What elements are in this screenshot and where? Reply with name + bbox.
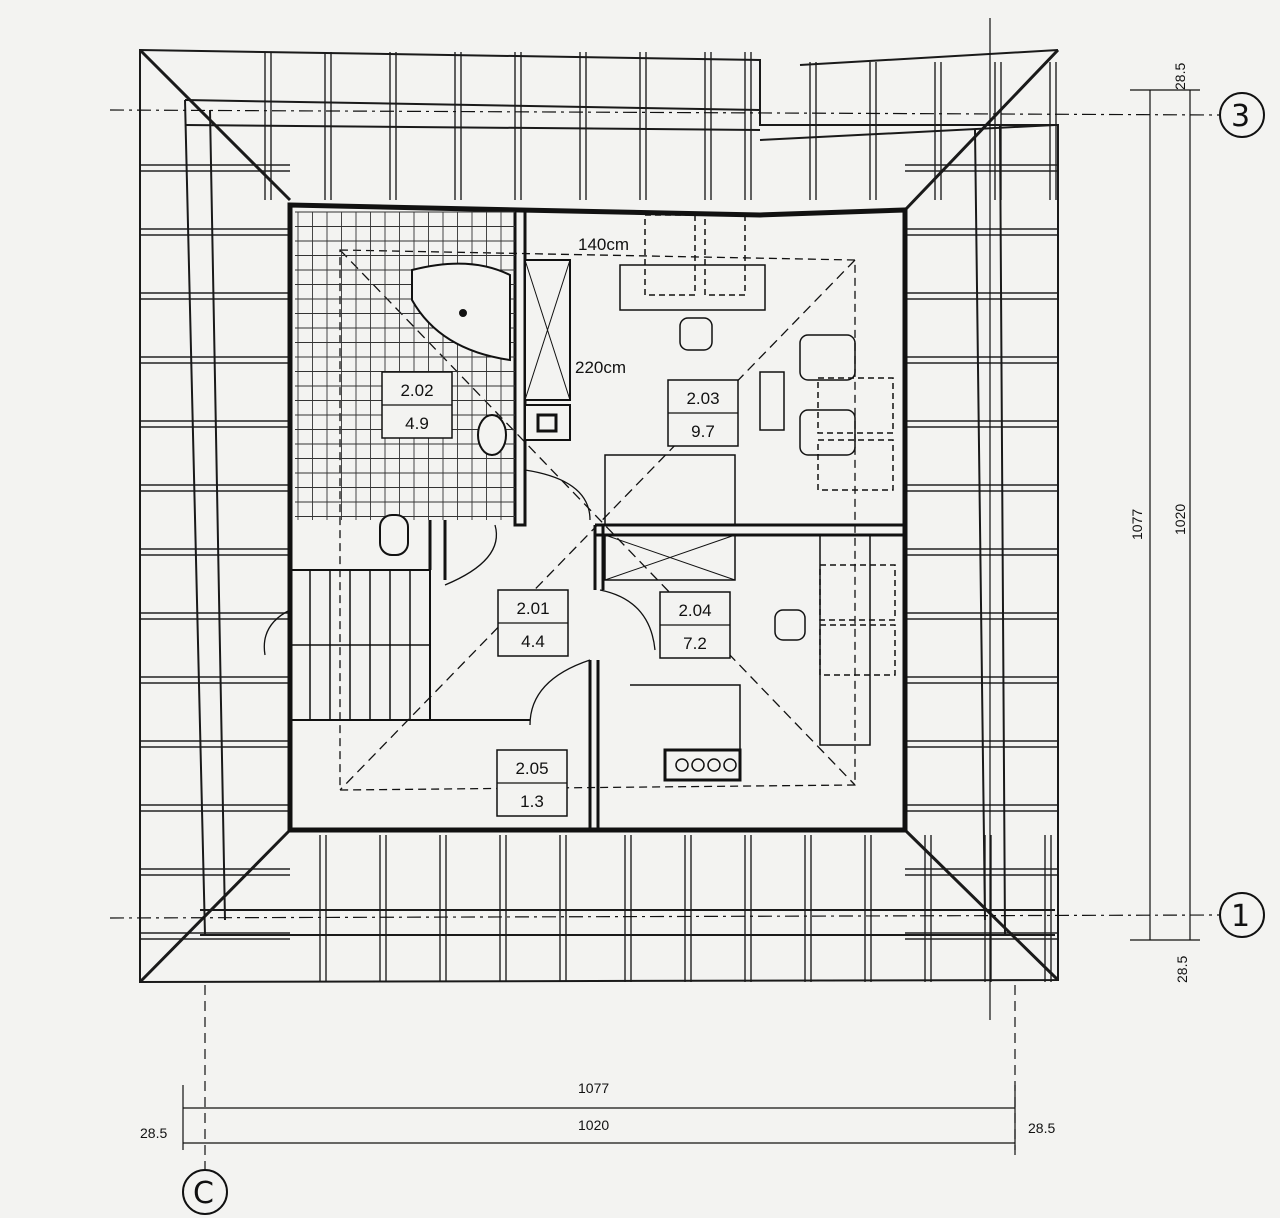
dim-right-top-overhang: 28.5 xyxy=(1172,63,1188,90)
note-220cm: 220cm xyxy=(575,358,626,377)
dim-bottom-overall: 1077 xyxy=(578,1080,609,1096)
room-tag-2-03: 2.03 9.7 xyxy=(667,379,739,447)
room-number: 2.04 xyxy=(678,601,711,620)
room-area: 1.3 xyxy=(520,792,544,811)
room-number: 2.05 xyxy=(515,759,548,778)
armchair xyxy=(799,334,856,381)
room-labels: 2.01 4.4 2.02 4.9 2.03 9.7 2.04 7.2 2.05 1.3 xyxy=(381,371,739,817)
tub-drain xyxy=(459,309,467,317)
room-tag-2-05: 2.05 1.3 xyxy=(496,749,568,817)
dim-bottom-right-overhang: 28.5 xyxy=(1028,1120,1055,1136)
stair xyxy=(289,569,431,721)
radiator xyxy=(663,748,742,782)
washbasin xyxy=(477,414,507,456)
desk-chair xyxy=(679,317,713,351)
room-area: 4.4 xyxy=(521,632,545,651)
room-area: 4.9 xyxy=(405,414,429,433)
room-number: 2.02 xyxy=(400,381,433,400)
doors xyxy=(263,469,656,726)
dim-bottom-inner: 1020 xyxy=(578,1117,609,1133)
note-140cm: 140cm xyxy=(578,235,629,254)
axis-3: 3 xyxy=(1231,99,1250,134)
room-number: 2.01 xyxy=(516,599,549,618)
dimension-lines xyxy=(109,18,1221,1170)
bathroom-tiles xyxy=(295,211,515,520)
dim-right-bottom-overhang: 28.5 xyxy=(1174,956,1190,983)
room-area: 9.7 xyxy=(691,422,715,441)
dim-bottom-left-overhang: 28.5 xyxy=(140,1125,167,1141)
room-tag-2-01: 2.01 4.4 xyxy=(497,589,569,657)
room-tag-2-02: 2.02 4.9 xyxy=(381,371,453,439)
furniture xyxy=(604,214,896,782)
room-number: 2.03 xyxy=(686,389,719,408)
room-tag-2-04: 2.04 7.2 xyxy=(659,591,731,659)
roof-outline xyxy=(138,48,1060,984)
toilet xyxy=(379,514,409,556)
axis-1: 1 xyxy=(1231,899,1250,934)
dim-right-inner: 1020 xyxy=(1172,504,1188,535)
axis-c: C xyxy=(193,1176,214,1211)
bathroom-fixtures xyxy=(379,259,571,556)
axis-markers xyxy=(182,92,1265,1215)
office-chair xyxy=(774,609,806,641)
room-area: 7.2 xyxy=(683,634,707,653)
dim-right-overall: 1077 xyxy=(1129,509,1145,540)
